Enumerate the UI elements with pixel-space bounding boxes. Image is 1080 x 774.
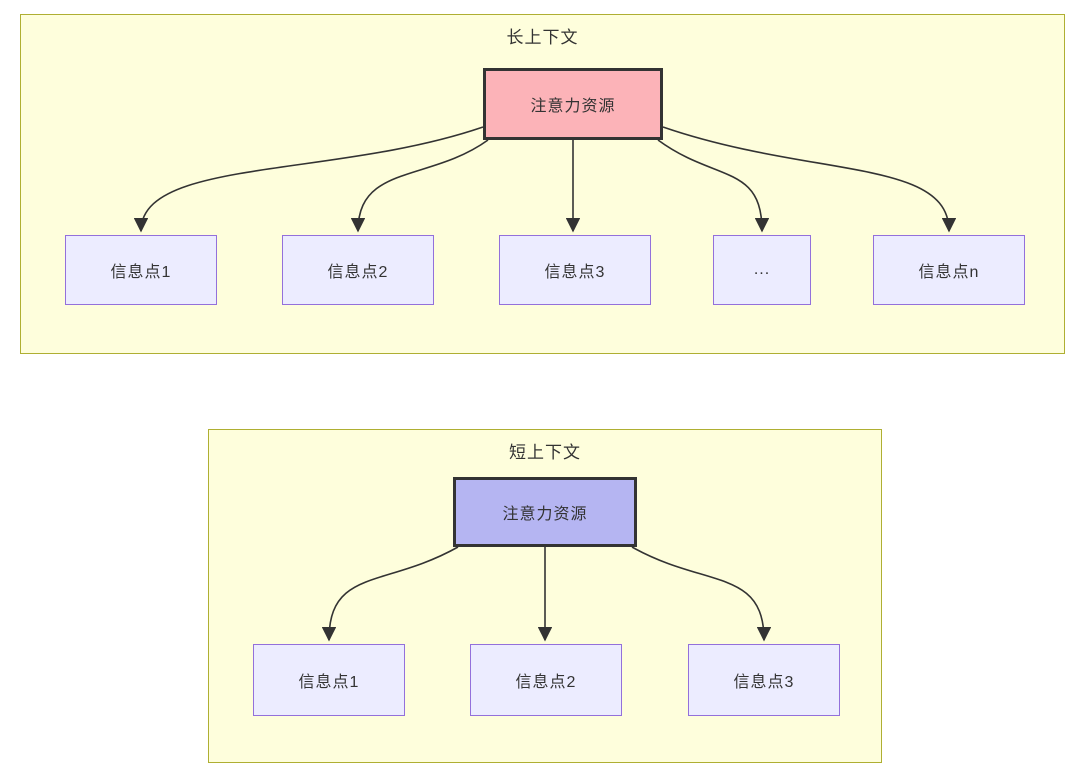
info-point-label: 信息点2	[327, 264, 389, 281]
short-info-point-2-node: 信息点2	[470, 644, 622, 716]
attention-resource-label: 注意力资源	[502, 506, 588, 523]
info-point-label: 信息点3	[544, 264, 606, 281]
long-info-point-n-node: 信息点n	[873, 235, 1025, 305]
long-context-attention-resource-node: 注意力资源	[483, 68, 663, 140]
long-context-title: 长上下文	[506, 28, 579, 47]
attention-resource-label: 注意力资源	[530, 98, 616, 115]
short-context-attention-resource-node: 注意力资源	[453, 477, 637, 547]
info-point-label: 信息点1	[110, 264, 172, 281]
info-point-label: 信息点3	[733, 674, 795, 691]
long-info-point-1-node: 信息点1	[65, 235, 217, 305]
long-info-point-3-node: 信息点3	[499, 235, 651, 305]
short-info-point-1-node: 信息点1	[253, 644, 405, 716]
info-point-label: 信息点1	[298, 674, 360, 691]
info-point-label: 信息点n	[918, 264, 980, 281]
long-info-point-ellipsis-node: ...	[713, 235, 811, 305]
info-point-label: 信息点2	[515, 674, 577, 691]
short-info-point-3-node: 信息点3	[688, 644, 840, 716]
long-info-point-2-node: 信息点2	[282, 235, 434, 305]
info-point-label: ...	[753, 261, 771, 278]
short-context-title: 短上下文	[509, 443, 581, 462]
